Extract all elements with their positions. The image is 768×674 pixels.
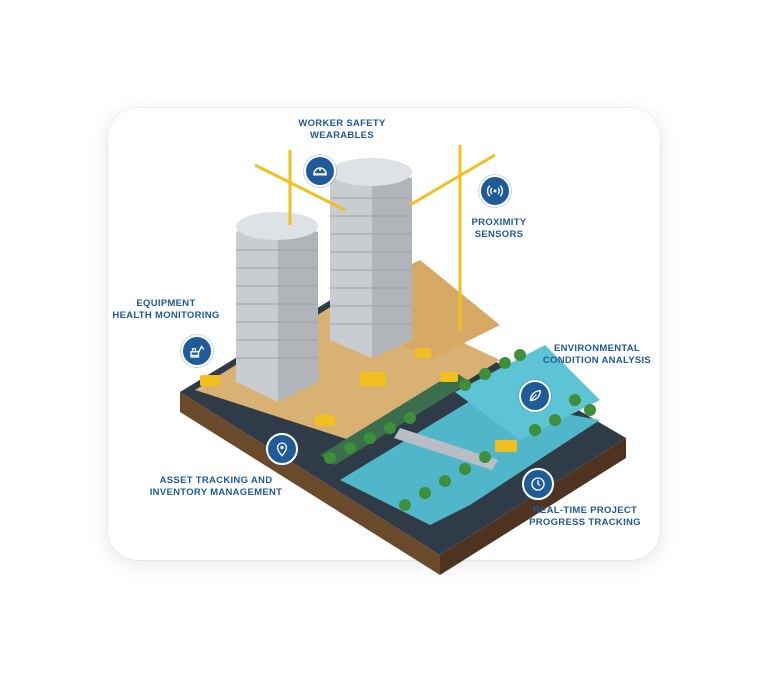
label-line: WEARABLES [310,130,374,141]
crane-left [254,150,346,225]
equipment-health-badge [181,335,213,367]
label-line: SENSORS [474,229,524,240]
environmental-label: ENVIRONMENTAL CONDITION ANALYSIS [543,343,651,367]
label-line: WORKER SAFETY [298,118,386,129]
crane-right [409,145,496,330]
label-line: PROXIMITY [471,217,527,228]
label-line: REAL-TIME PROJECT [532,505,638,516]
proximity-badge [479,175,511,207]
label-line: ASSET TRACKING AND [159,475,273,486]
building-left [236,212,318,402]
building-right [330,158,412,358]
bridge [394,428,498,470]
equipment-health-label: EQUIPMENT HEALTH MONITORING [112,298,219,322]
progress-tracking-badge [522,468,554,500]
label-line: PROGRESS TRACKING [529,517,641,528]
asset-tracking-badge [266,433,298,465]
hard-hat-icon [313,167,327,176]
excavator-icon [190,345,205,358]
proximity-label: PROXIMITY SENSORS [472,217,527,241]
clock-icon [531,477,545,491]
location-pin-icon [276,442,288,457]
proximity-signal-icon [486,185,504,197]
label-line: HEALTH MONITORING [112,310,220,321]
label-line: EQUIPMENT [136,298,196,309]
ground-soil-right [440,438,626,575]
worker-safety-badge [304,155,336,187]
worker-safety-label: WORKER SAFETY WEARABLES [298,118,385,142]
environmental-badge [519,380,551,412]
progress-tracking-label: REAL-TIME PROJECT PROGRESS TRACKING [529,505,641,529]
leaf-icon [529,390,541,402]
grass-strip-1 [320,372,470,465]
asset-tracking-label: ASSET TRACKING AND INVENTORY MANAGEMENT [150,475,283,499]
label-line: INVENTORY MANAGEMENT [149,487,283,498]
label-line: ENVIRONMENTAL [553,343,641,354]
ground-soil-left [180,392,440,575]
label-line: CONDITION ANALYSIS [542,355,652,366]
